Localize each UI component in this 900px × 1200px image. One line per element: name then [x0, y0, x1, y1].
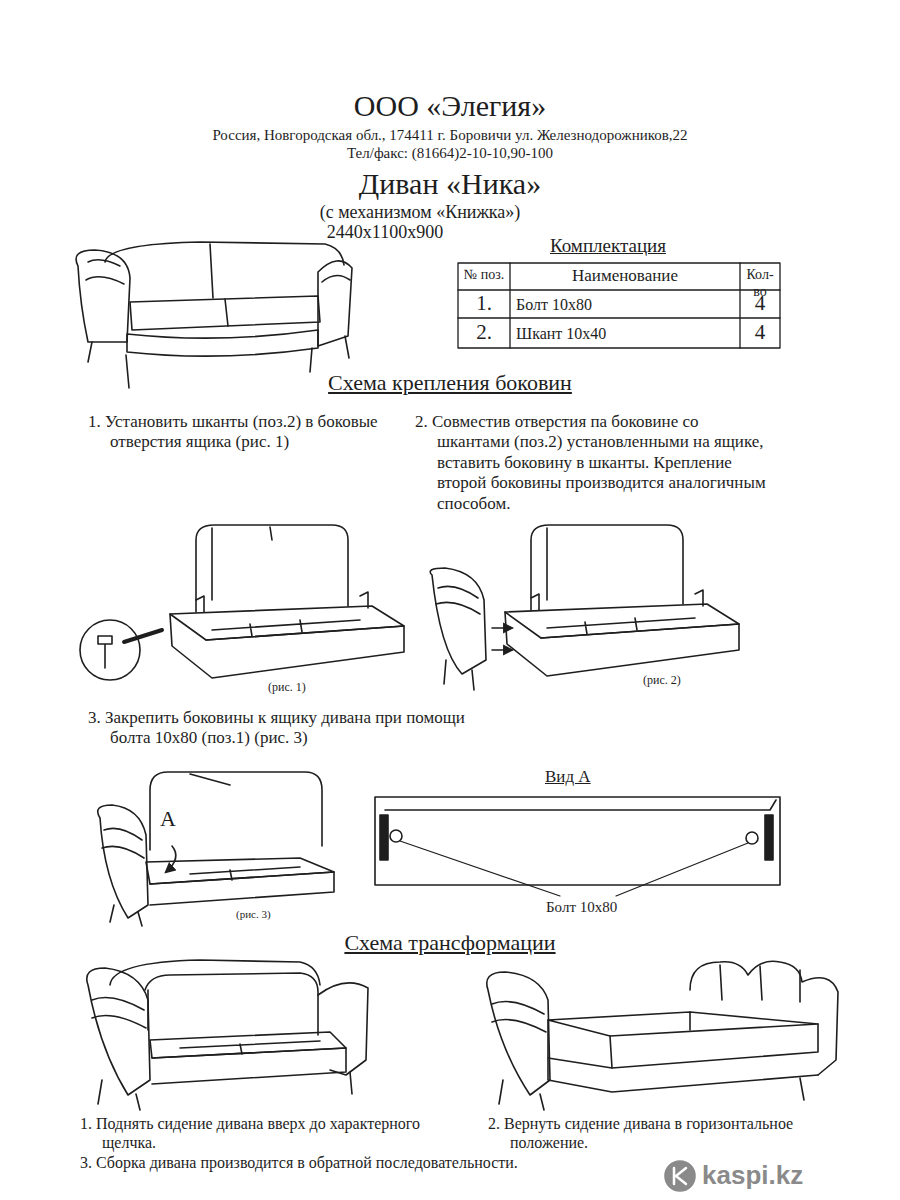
- view-heading: Вид А: [545, 767, 645, 787]
- callout-label: Болт 10х80: [546, 898, 666, 916]
- step-text: 3. Сборка дивана производится в обратной…: [80, 1153, 640, 1172]
- step-text: 1. Поднять сидение дивана вверх до харак…: [80, 1114, 430, 1152]
- figure-caption: (рис. 1): [268, 680, 348, 694]
- section-heading: Схема трансформации: [250, 930, 650, 956]
- table-grid: [458, 263, 780, 348]
- company-title: ООО «Элегия»: [200, 88, 700, 124]
- view-marker: A: [160, 806, 190, 832]
- table-cell: 1.: [458, 291, 510, 316]
- step-text: 2. Вернуть сидение дивана в горизонтальн…: [488, 1114, 850, 1152]
- table-cell: № поз.: [458, 267, 510, 284]
- watermark: kaspi.kz: [702, 1160, 862, 1191]
- section-heading: Схема крепления боковин: [250, 370, 650, 396]
- view-a-sketch: [375, 797, 780, 896]
- step-text: 2. Совместив отверстия па боковине со шк…: [415, 412, 770, 514]
- figure-caption: (рис. 3): [236, 908, 306, 921]
- table-cell: Шкант 10х40: [516, 324, 736, 343]
- sofa-sketch: [76, 242, 352, 388]
- figure-2-sketch: [430, 525, 739, 690]
- figure-caption: (рис. 2): [643, 673, 723, 687]
- figure-3-sketch: [98, 772, 334, 926]
- table-cell: 4: [740, 320, 780, 345]
- step-text: 3. Закрепить боковины к ящику дивана при…: [88, 708, 478, 749]
- product-name: Диван «Ника»: [290, 166, 610, 202]
- dimensions: 2440х1100х900: [285, 222, 485, 244]
- sofa-bed-sketch: [487, 961, 838, 1110]
- company-phone: Тел/факс: (81664)2-10-10,90-100: [200, 144, 700, 162]
- sofa-raised-sketch: [87, 960, 368, 1110]
- figure-1-sketch: [80, 525, 404, 680]
- table-cell: Болт 10х80: [516, 295, 736, 314]
- table-cell: 4: [740, 291, 780, 316]
- company-address: Россия, Новгородская обл., 174411 г. Бор…: [70, 126, 830, 144]
- mechanism-note: (с механизмом «Книжка»): [270, 202, 570, 224]
- table-cell: Наименование: [510, 266, 740, 286]
- table-heading: Комплектация: [498, 235, 718, 258]
- step-text: 1. Установить шканты (поз.2) в боковые о…: [88, 412, 418, 453]
- watermark-icon: [665, 1161, 695, 1191]
- table-cell: 2.: [458, 320, 510, 345]
